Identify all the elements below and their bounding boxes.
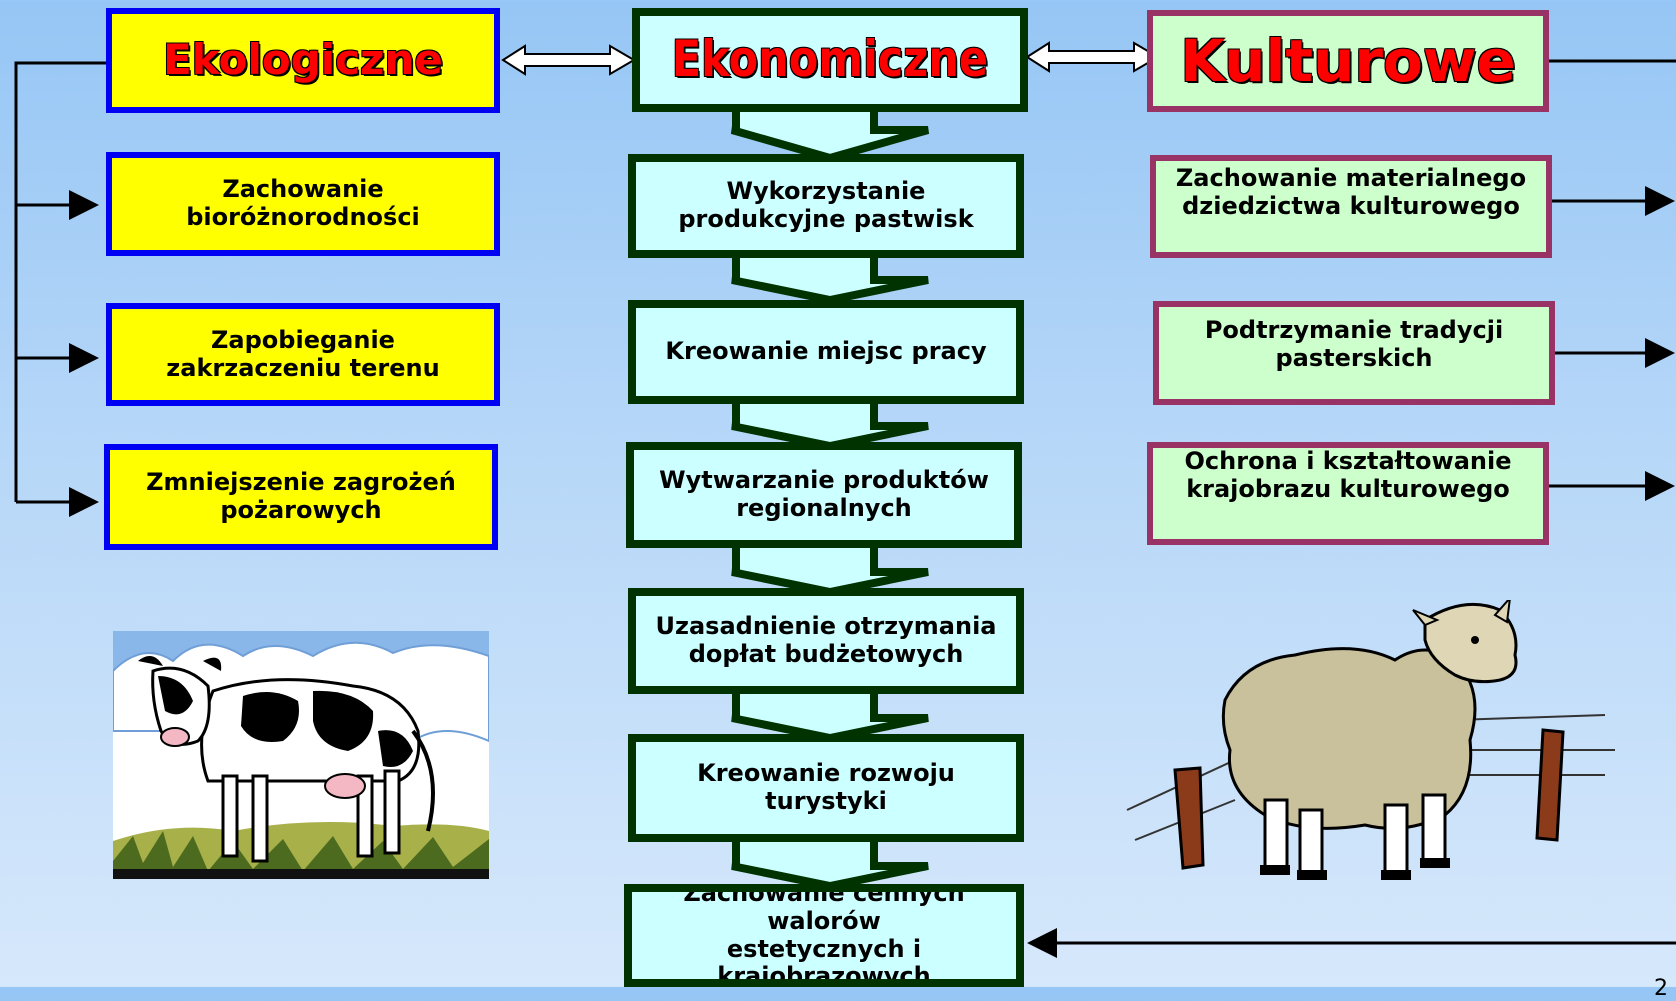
header-economic: Ekonomiczne (632, 8, 1028, 112)
eco-item-biodiversity: Zachowanie bioróżnorodności (106, 152, 500, 256)
econ-item-landscape-values: Zachowanie cennych walorów estetycznych … (624, 884, 1024, 987)
sheep-image (1126, 600, 1615, 880)
header-economic-title: Ekonomiczne (671, 30, 989, 89)
cult-item-heritage: Zachowanie materialnego dziedzictwa kult… (1150, 155, 1552, 258)
econ-item-tourism: Kreowanie rozwoju turystyki (628, 734, 1024, 842)
culture-bracket (1027, 59, 1676, 958)
econ-item-pasture-use: Wykorzystanie produkcyjne pastwisk (628, 154, 1024, 258)
cult-item-landscape: Ochrona i kształtowanie krajobrazu kultu… (1147, 442, 1549, 545)
ecology-bracket (14, 61, 106, 517)
header-ecological: Ekologiczne (106, 8, 500, 113)
cow-image (113, 631, 489, 879)
header-ecological-title: Ekologiczne (163, 35, 443, 85)
econ-item-regional-products: Wytwarzanie produktów regionalnych (626, 442, 1022, 548)
eco-item-fire-reduction: Zmniejszenie zagrożeń pożarowych (104, 444, 498, 550)
cult-item-traditions: Podtrzymanie tradycji pasterskich (1153, 301, 1555, 405)
econ-item-subsidies: Uzasadnienie otrzymania dopłat budżetowy… (628, 588, 1024, 694)
page-number: 2 (1654, 976, 1668, 1001)
econ-item-jobs: Kreowanie miejsc pracy (628, 300, 1024, 404)
eco-item-scrub-prevention: Zapobieganie zakrzaczeniu terenu (106, 303, 500, 406)
header-cultural-title: Kulturowe (1180, 26, 1516, 95)
header-cultural: Kulturowe (1147, 10, 1549, 112)
